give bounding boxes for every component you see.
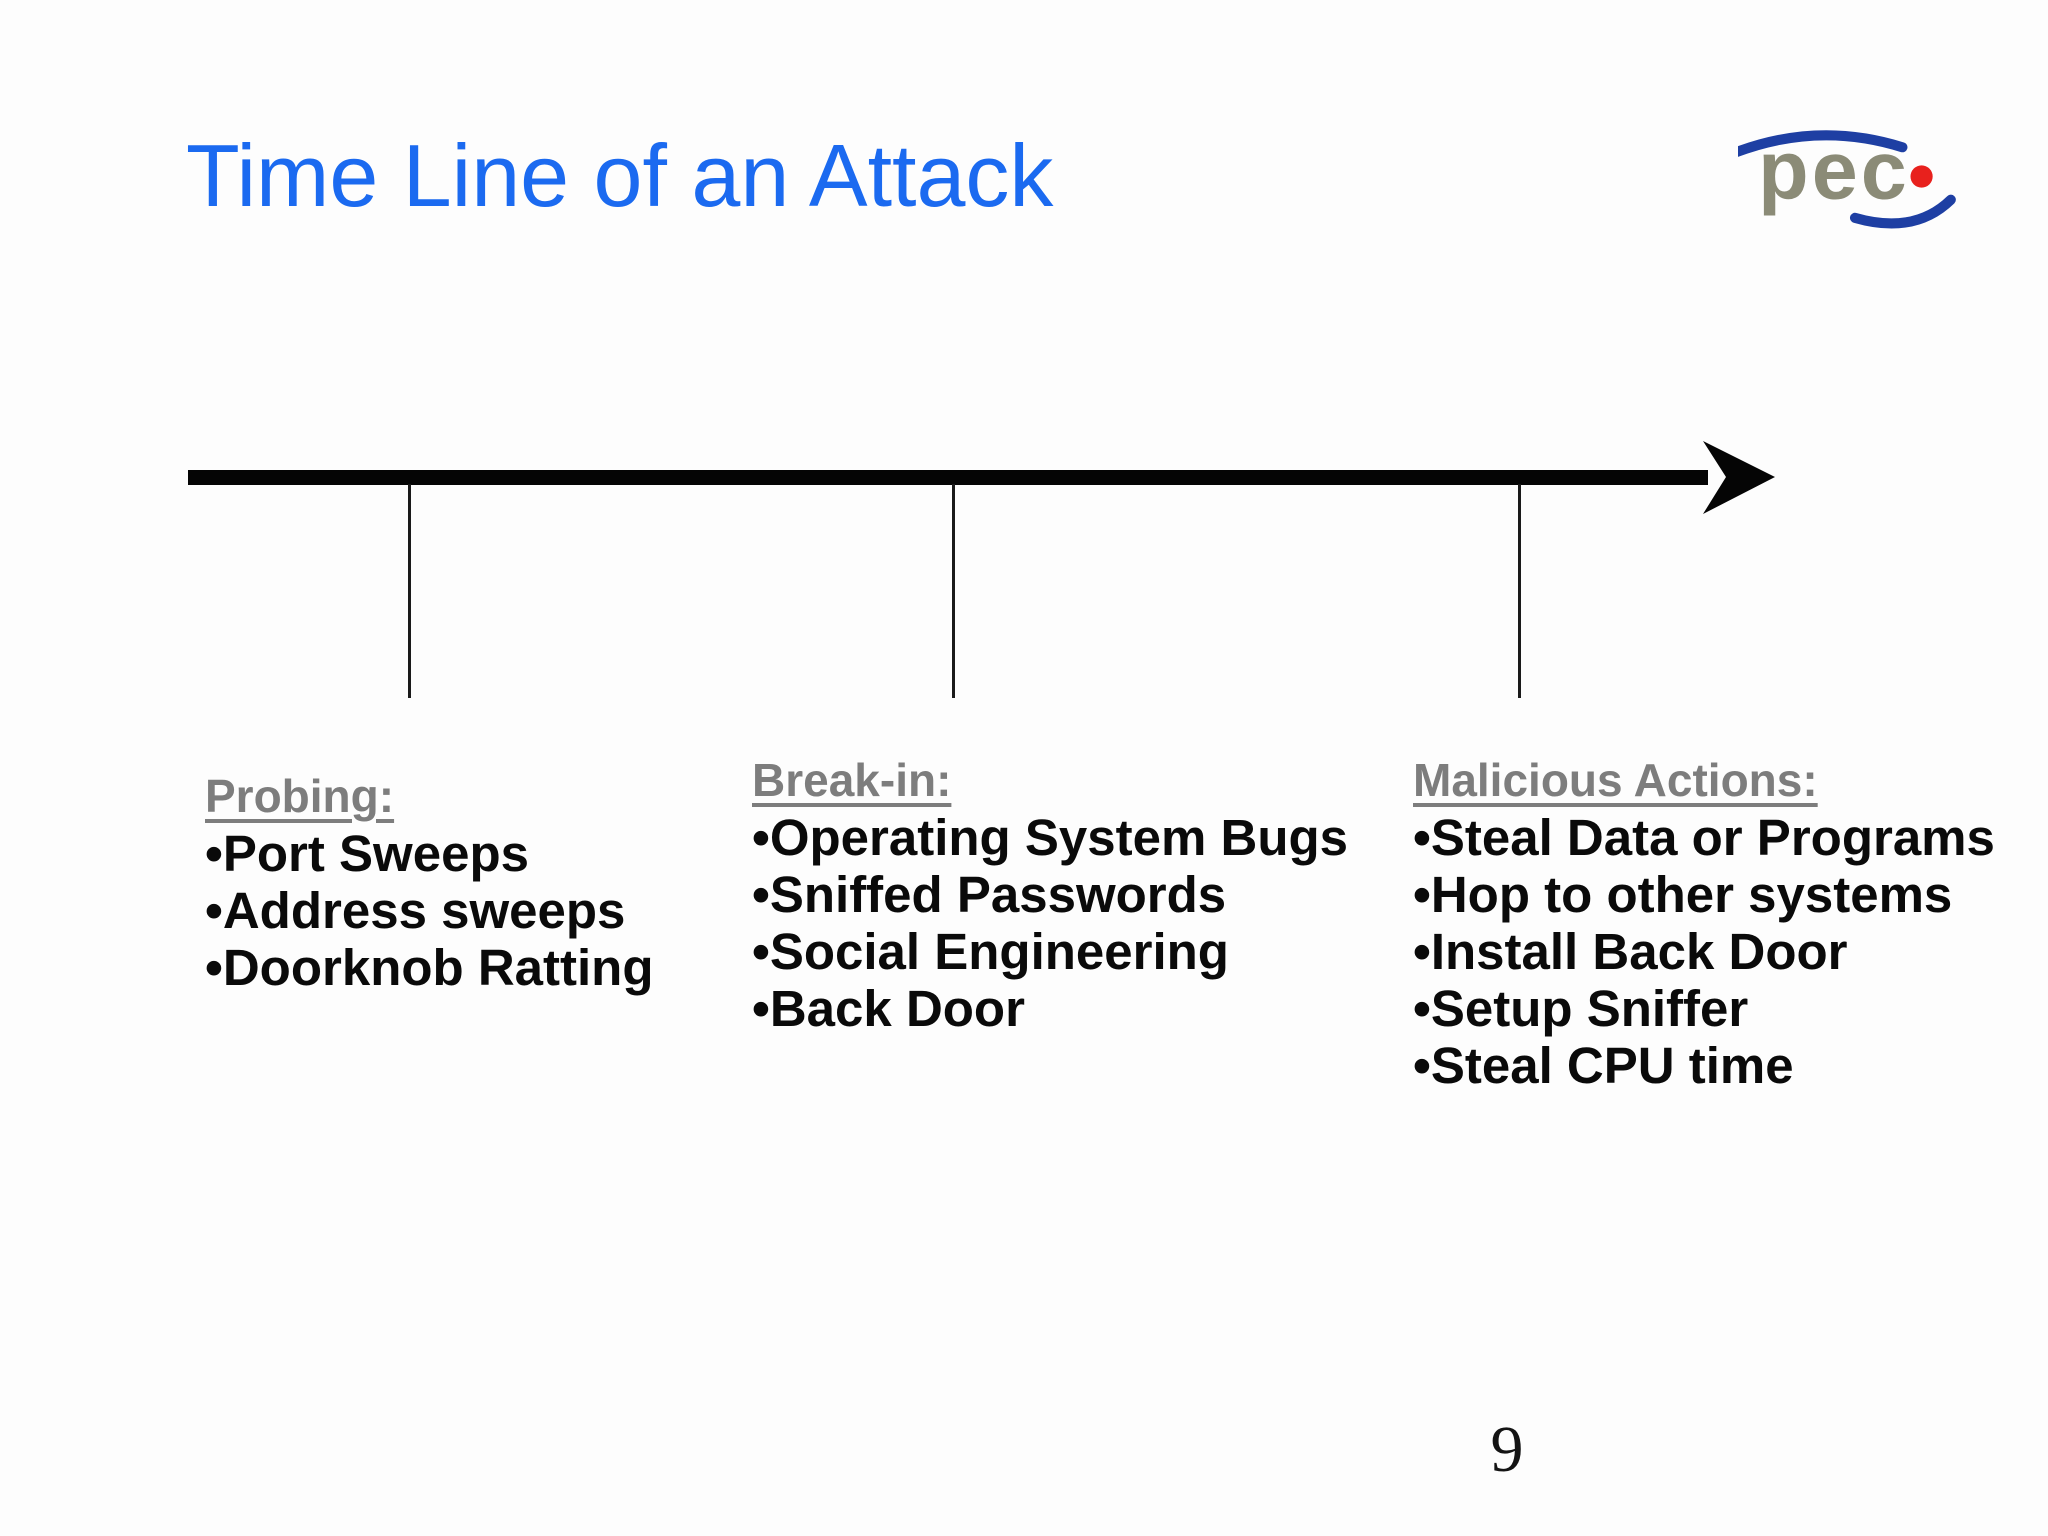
bullet-item: •Port Sweeps <box>205 825 529 882</box>
logo-swoosh-bottom-icon <box>1849 194 1956 229</box>
column-items: •Port Sweeps•Address sweeps•Doorknob Rat… <box>205 825 653 996</box>
timeline-column-probing: Probing: •Port Sweeps•Address sweeps•Doo… <box>205 768 653 996</box>
page-title: Time Line of an Attack <box>186 126 1054 225</box>
column-heading: Malicious Actions: <box>1413 754 1818 806</box>
column-items: •Steal Data or Programs•Hop to other sys… <box>1413 809 1995 1094</box>
tick-mark-probing <box>408 484 411 698</box>
bullet-item: •Steal Data or Programs <box>1413 809 1995 866</box>
logo-dot-icon <box>1910 165 1933 188</box>
bullet-item: •Setup Sniffer <box>1413 980 1749 1037</box>
pec-logo: pec <box>1738 119 1956 229</box>
bullet-item: •Sniffed Passwords <box>752 866 1227 923</box>
bullet-item: •Address sweeps <box>205 882 626 939</box>
timeline-arrowhead-icon <box>1703 441 1775 514</box>
page-number: 9 <box>1490 1413 1524 1486</box>
bullet-item: •Install Back Door <box>1413 923 1848 980</box>
bullet-item: •Hop to other systems <box>1413 866 1953 923</box>
bullet-item: •Back Door <box>752 980 1025 1037</box>
bullet-item: •Operating System Bugs <box>752 809 1348 866</box>
tick-mark-malicious-actions <box>1518 484 1521 698</box>
timeline-column-break-in: Break-in: •Operating System Bugs•Sniffed… <box>752 752 1348 1037</box>
column-heading: Break-in: <box>752 754 952 806</box>
bullet-item: •Social Engineering <box>752 923 1229 980</box>
logo-swoosh-top-icon <box>1738 130 1908 157</box>
tick-mark-break-in <box>952 484 955 698</box>
bullet-item: •Doorknob Ratting <box>205 939 654 996</box>
logo-text: pec <box>1758 124 1910 217</box>
column-items: •Operating System Bugs•Sniffed Passwords… <box>752 809 1348 1037</box>
column-heading: Probing: <box>205 770 395 822</box>
timeline-column-malicious-actions: Malicious Actions: •Steal Data or Progra… <box>1413 752 1995 1094</box>
bullet-item: •Steal CPU time <box>1413 1037 1794 1094</box>
timeline-bar <box>188 470 1708 485</box>
